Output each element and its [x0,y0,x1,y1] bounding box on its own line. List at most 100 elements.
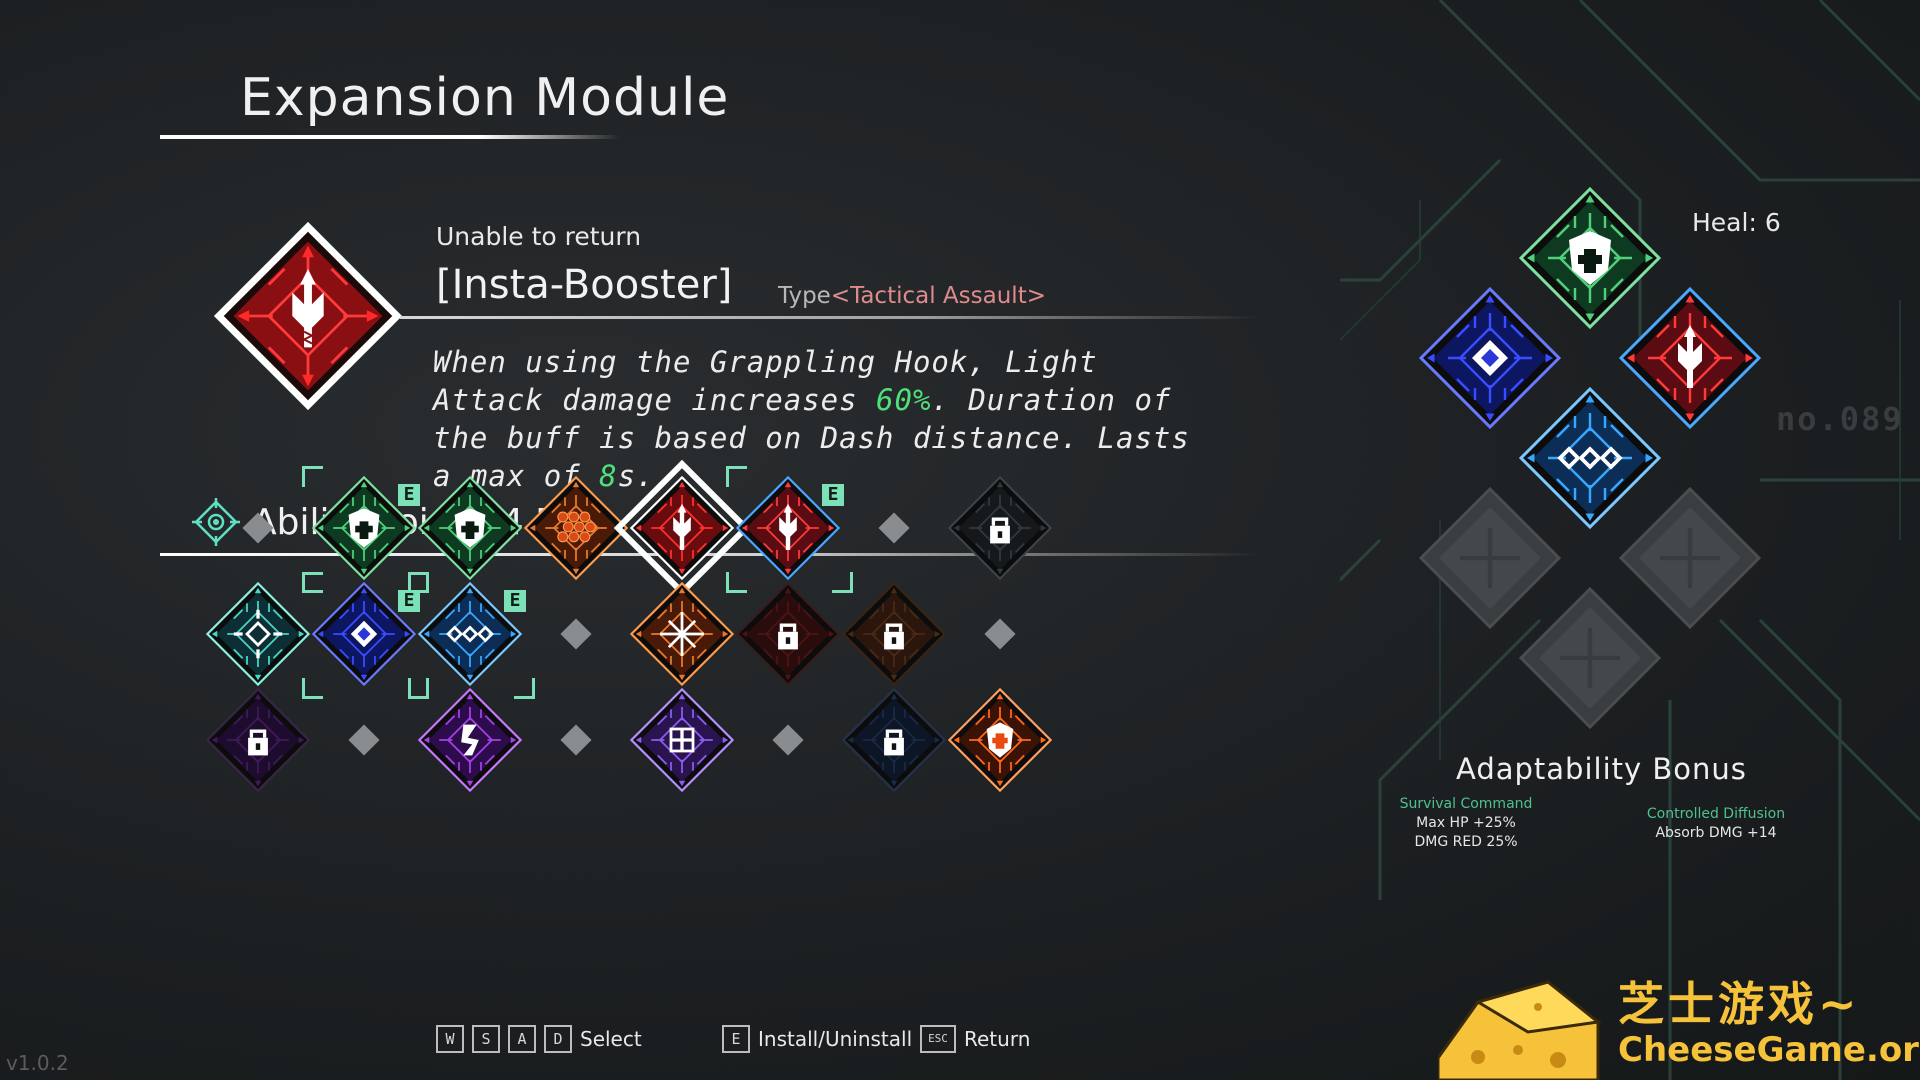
key-e[interactable]: E [722,1025,750,1053]
serial-number: no.089 [1776,400,1904,438]
version-label: v1.0.2 [6,1051,69,1075]
adaptability-title: Adaptability Bonus [1456,752,1747,786]
key-a[interactable]: A [508,1025,536,1053]
equipped-tag: E [822,484,844,506]
desc-highlight: 8 [599,459,618,493]
bonus-stat: Absorb DMG +14 [1655,825,1777,841]
bonus-stat: Max HP +25% [1416,815,1516,831]
ability-point-underline [160,553,1260,556]
module-slot-1-5[interactable] [733,579,843,689]
desc-text: When using the Grappling Hook, Light Att… [433,345,1098,417]
module-slot-0-5[interactable] [733,473,843,583]
ability-point-icon [192,498,240,546]
equipped-tag: E [504,590,526,612]
module-slot-2-2[interactable] [415,685,525,795]
module-grid: E E E E [203,466,1055,795]
desc-text: . Duration of the buff is based on Dash … [433,383,1190,493]
ability-point-label: Ability Point : 4 Pt [252,502,571,543]
selected-module-icon [213,221,403,411]
module-slot-0-1[interactable] [309,473,419,583]
module-slot-1-1[interactable] [309,579,419,689]
equipped-bracket [832,572,853,593]
booster-module-icon [629,475,735,581]
page-title: Expansion Module [240,68,730,128]
hint-install: E Install/Uninstall [722,1025,912,1053]
equipped-bracket [302,678,323,699]
module-slot-1-6[interactable] [839,579,949,689]
module-status: Unable to return [436,222,642,251]
shieldfire-module-icon [947,687,1053,793]
module-slot-2-0[interactable] [203,685,313,795]
equipped-tag: E [398,484,420,506]
bonus-stat: DMG RED 25% [1414,834,1518,850]
module-name: [Insta-Booster] [436,262,733,308]
lock-module-icon [841,581,947,687]
empty-slot-marker [560,618,592,650]
diamond-module-icon [311,581,417,687]
module-slot-1-2[interactable] [415,579,525,689]
equipped-tag: E [398,590,420,612]
lock-module-icon [841,687,947,793]
module-description: When using the Grappling Hook, Light Att… [433,343,1193,495]
module-slot-0-3[interactable] [521,473,631,583]
desc-text: s. [617,459,655,493]
empty-slot-marker [984,618,1016,650]
empty-slot-marker [772,724,804,756]
plus-module-icon [629,687,735,793]
key-esc[interactable]: ESC [920,1025,956,1053]
bonus-name: Survival Command [1399,796,1533,812]
empty-slot-marker [242,512,274,544]
swirl-module-icon [417,687,523,793]
cheese-logo-icon [1438,980,1602,1080]
hex-module-icon [523,475,629,581]
module-slot-1-4[interactable] [627,579,737,689]
type-value: <Tactical Assault> [830,283,1046,309]
module-slot-2-6[interactable] [839,685,949,795]
hint-return: ESC Return [920,1025,1030,1053]
type-label: Type [778,283,831,309]
shield-module-icon [417,475,523,581]
booster-module-icon [735,475,841,581]
equipped-bracket [408,572,429,593]
lock-module-icon [205,687,311,793]
heal-stat: Heal: 6 [1692,208,1781,237]
equipped-bracket [726,466,747,487]
equipped-bracket [302,466,323,487]
equipped-bracket [408,678,429,699]
empty-slot-marker [878,512,910,544]
module-slot-2-4[interactable] [627,685,737,795]
cross-module-icon [205,581,311,687]
module-type: Type<Tactical Assault> [778,283,1046,309]
shield-module-icon [311,475,417,581]
empty-slot-marker [560,724,592,756]
watermark-cn: 芝士游戏~ [1618,977,1861,1031]
module-slot-0-4[interactable] [627,473,737,583]
key-s[interactable]: S [472,1025,500,1053]
module-slot-2-7[interactable] [945,685,1055,795]
equipped-bracket [302,572,323,593]
equipped-bracket [514,678,535,699]
lock-module-icon [735,581,841,687]
install-label: Install/Uninstall [758,1027,913,1051]
module-slot-0-7[interactable] [945,473,1055,583]
key-w[interactable]: W [436,1025,464,1053]
module-slot-0-2[interactable] [415,473,525,583]
watermark-en: CheeseGame.org [1618,1030,1920,1070]
star-module-icon [629,581,735,687]
desc-highlight: 60% [876,383,932,417]
return-label: Return [964,1027,1031,1051]
bonus-name: Controlled Diffusion [1646,806,1786,822]
bonus-controlled-diffusion: Controlled Diffusion Absorb DMG +14 [1626,805,1806,843]
triple-module-icon [417,581,523,687]
module-slot-1-0[interactable] [203,579,313,689]
name-underline [400,316,1260,319]
equipped-bracket [726,572,747,593]
select-label: Select [580,1027,642,1051]
lock-module-icon [947,475,1053,581]
title-underline [160,135,620,139]
circuit-background [1340,0,1920,1080]
bonus-survival-command: Survival Command Max HP +25% DMG RED 25% [1376,795,1556,852]
empty-slot-marker [348,724,380,756]
key-d[interactable]: D [544,1025,572,1053]
